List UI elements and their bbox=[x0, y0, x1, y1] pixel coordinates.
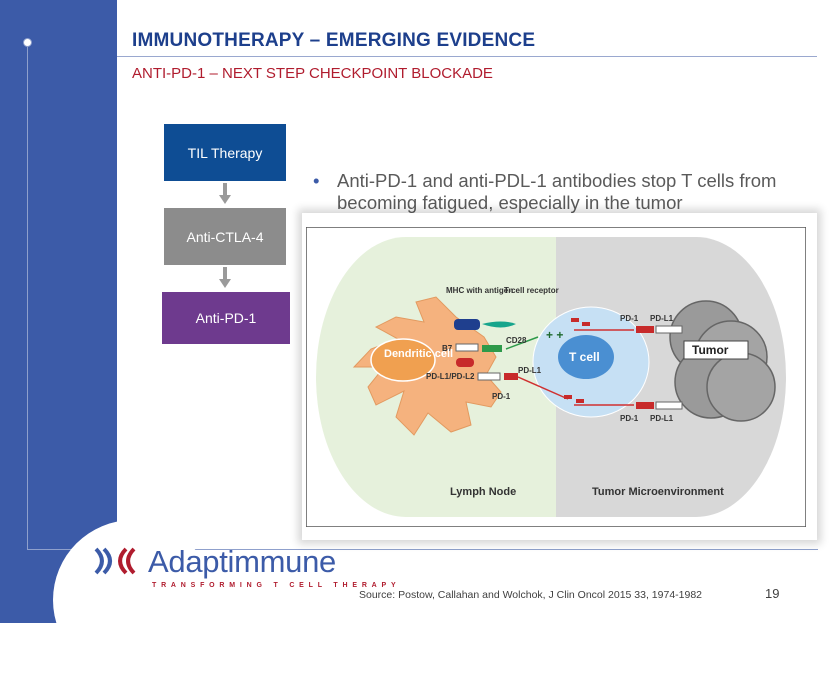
pdl1-bottom-label: PD-L1 bbox=[650, 414, 674, 423]
pd1-mechanism-diagram: + + MHC with antigen T-cell receptor CD2… bbox=[306, 227, 806, 527]
lymph-node-label: Lymph Node bbox=[450, 486, 516, 498]
title-divider bbox=[117, 56, 817, 57]
bullet-marker: • bbox=[313, 170, 320, 191]
receptor-shapes: + + bbox=[454, 318, 683, 410]
pd1-bottom-label: PD-1 bbox=[620, 414, 639, 423]
figure-frame: + + MHC with antigen T-cell receptor CD2… bbox=[302, 213, 817, 540]
dendritic-cell-label: Dendritic cell bbox=[384, 348, 453, 360]
tumor-label: Tumor bbox=[692, 343, 729, 357]
cd28-label: CD28 bbox=[506, 336, 527, 345]
page-number: 19 bbox=[765, 586, 780, 601]
tumor-cells bbox=[669, 300, 776, 422]
pdl1-pdl2-label: PD-L1/PD-L2 bbox=[426, 372, 475, 381]
slide-title: IMMUNOTHERAPY – EMERGING EVIDENCE bbox=[132, 30, 536, 51]
frame-bracket-line bbox=[27, 42, 818, 550]
adaptimmune-logo-icon bbox=[94, 547, 136, 575]
tumor-environment-label: Tumor Microenvironment bbox=[592, 486, 724, 498]
slide-subtitle: ANTI-PD-1 – NEXT STEP CHECKPOINT BLOCKAD… bbox=[132, 65, 493, 82]
dendritic-cell-shape bbox=[352, 296, 502, 436]
pdl1-top-label: PD-L1 bbox=[650, 314, 674, 323]
bracket-dot bbox=[23, 38, 32, 47]
pdl1-label: PD-L1 bbox=[518, 366, 542, 375]
tcr-label: T-cell receptor bbox=[504, 286, 559, 295]
step-anti-pd-1: Anti-PD-1 bbox=[162, 292, 290, 344]
t-cell-nucleus bbox=[558, 335, 614, 379]
t-cell-label: T cell bbox=[569, 350, 600, 364]
source-citation: Source: Postow, Callahan and Wolchok, J … bbox=[359, 589, 703, 601]
down-arrow-icon bbox=[219, 183, 231, 204]
tumor-environment-region bbox=[556, 237, 786, 517]
pd1-top-label: PD-1 bbox=[620, 314, 639, 323]
step-til-therapy: TIL Therapy bbox=[164, 124, 286, 181]
step-anti-ctla-4: Anti-CTLA-4 bbox=[164, 208, 286, 265]
down-arrow-icon bbox=[219, 267, 231, 288]
pd1-label: PD-1 bbox=[492, 392, 511, 401]
mhc-label: MHC with antigen bbox=[446, 286, 513, 295]
b7-label: B7 bbox=[442, 344, 453, 353]
bullet-text: Anti-PD-1 and anti-PDL-1 antibodies stop… bbox=[337, 170, 777, 213]
logo-tagline: TRANSFORMING T CELL THERAPY bbox=[152, 582, 401, 589]
svg-text:+ +: + + bbox=[546, 328, 563, 342]
logo-wordmark: Adaptimmune bbox=[148, 544, 336, 579]
left-sidebar bbox=[0, 0, 117, 623]
